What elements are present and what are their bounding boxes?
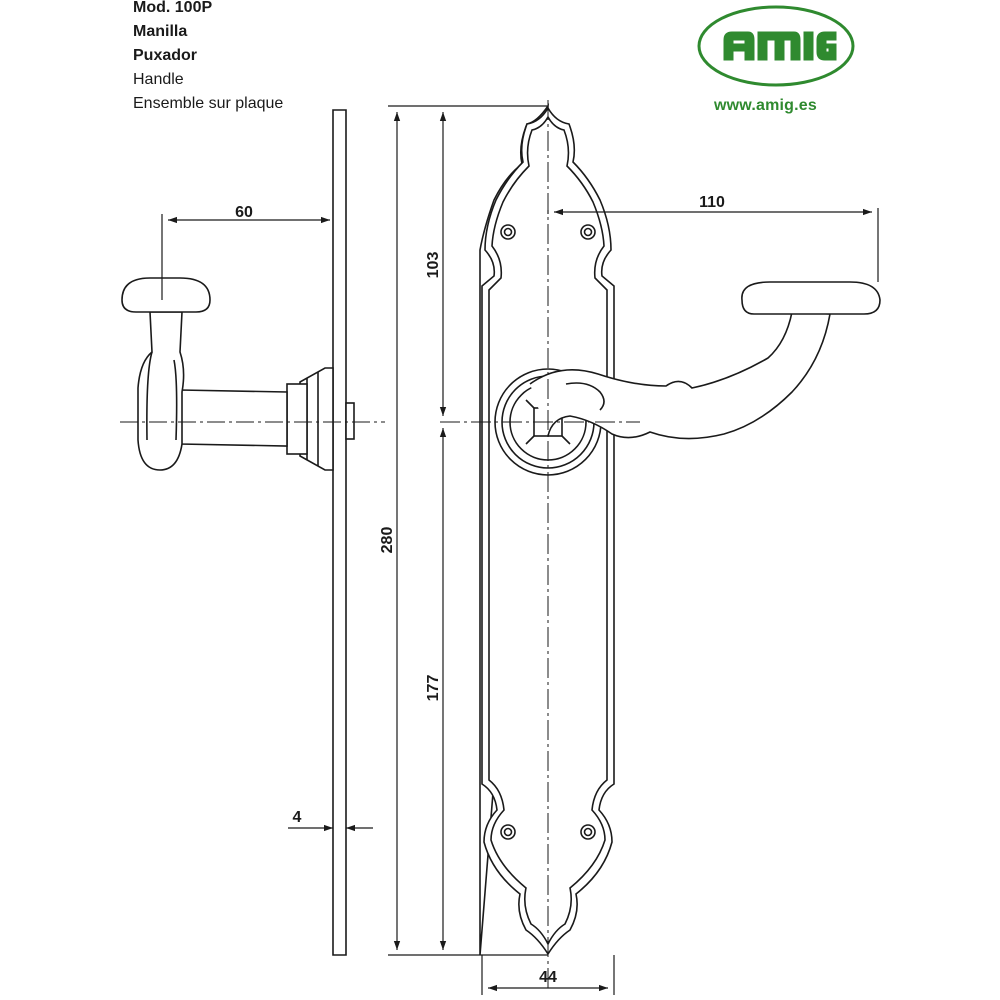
side-knob xyxy=(121,277,211,313)
dim-axis-to-bottom-label: 177 xyxy=(425,675,442,702)
name-french: Ensemble sur plaque xyxy=(133,95,284,112)
dim-projection xyxy=(161,214,330,300)
side-rosette xyxy=(299,367,334,471)
dim-lever-length-label: 110 xyxy=(699,194,725,211)
side-lever xyxy=(137,311,185,471)
dim-plate-height-label: 280 xyxy=(379,527,396,554)
title-block: Mod. 100P Manilla Puxador Handle Ensembl… xyxy=(133,0,283,116)
side-plate xyxy=(332,109,347,956)
front-view xyxy=(440,100,881,990)
name-portuguese: Puxador xyxy=(133,47,198,64)
website-link[interactable]: www.amig.es xyxy=(714,97,817,114)
side-neck xyxy=(179,389,288,447)
name-english: Handle xyxy=(133,71,184,88)
dim-lever-length xyxy=(547,208,879,282)
front-lever xyxy=(529,311,831,440)
dim-plate-width xyxy=(481,955,615,995)
side-view xyxy=(120,109,385,956)
dim-plate-thickness-label: 4 xyxy=(293,809,302,826)
amig-logo xyxy=(697,5,855,87)
name-spanish: Manilla xyxy=(133,23,188,40)
dim-plate-height xyxy=(388,105,548,956)
dim-projection-label: 60 xyxy=(235,204,253,221)
dim-top-to-axis-label: 103 xyxy=(425,252,442,279)
front-knob xyxy=(741,281,881,315)
model-label: Mod. 100P xyxy=(133,0,213,16)
dim-plate-width-label: 44 xyxy=(539,969,557,986)
